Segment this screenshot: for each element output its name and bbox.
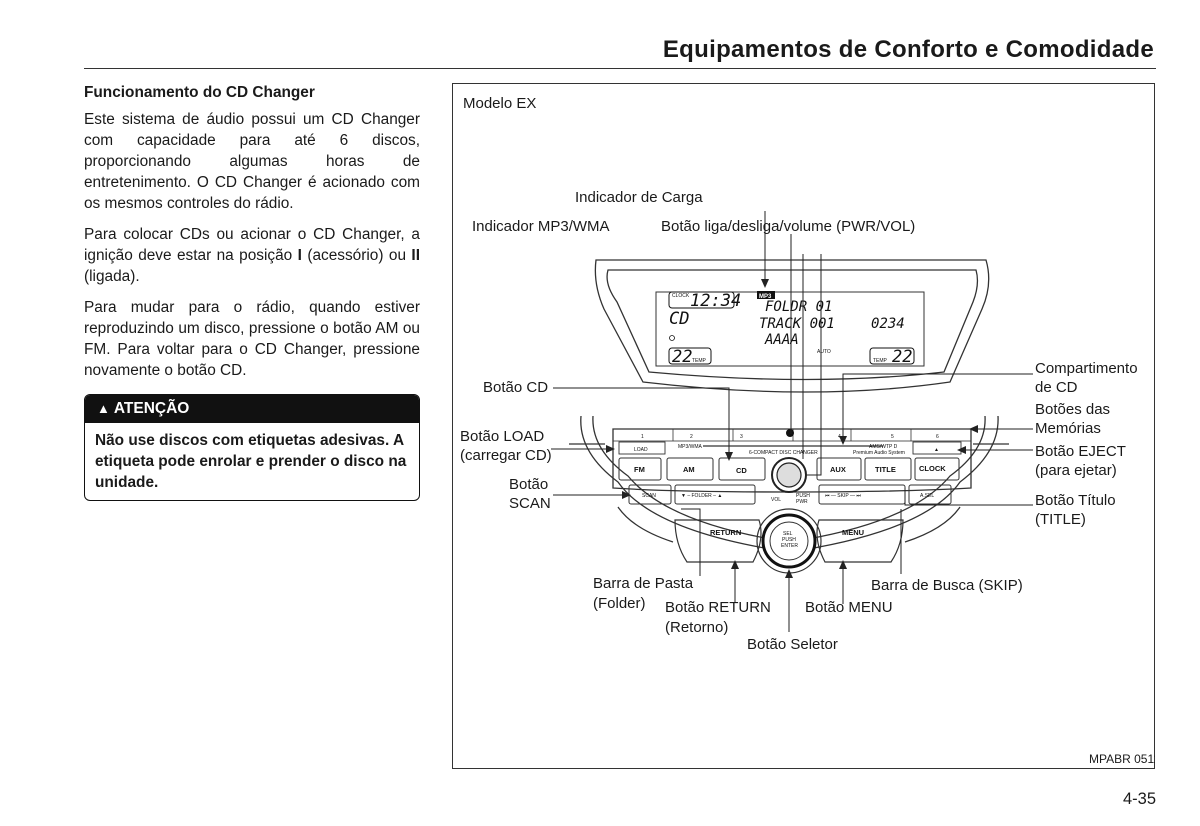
lcd-temp-left: 22 <box>672 347 692 367</box>
push-label: PUSH <box>796 493 810 499</box>
asel-button[interactable]: A.SEL <box>920 493 934 499</box>
skip-bar[interactable]: ⏮ — SKIP — ⏭ <box>825 493 861 499</box>
second-row: SCAN ▼ – FOLDER – ▲ ⏮ — SKIP — ⏭ A.SEL <box>628 484 952 505</box>
preset-button-1[interactable]: 1 <box>641 434 644 440</box>
paragraph-switch-radio: Para mudar para o rádio, quando estiver … <box>84 299 420 379</box>
premium-label: Premium Audio System <box>853 450 905 456</box>
lcd-auto: AUTO <box>817 349 831 355</box>
preset-button-5[interactable]: 5 <box>891 434 894 440</box>
label-scan-1: Botão <box>509 476 548 493</box>
section-title: Funcionamento do CD Changer <box>84 84 315 101</box>
clock-button[interactable]: CLOCK <box>919 464 946 473</box>
main-buttons-row: FM AM CD AUX TITLE CLOCK <box>618 457 960 481</box>
load-button[interactable]: LOAD <box>634 447 648 453</box>
label-botao-pwr: Botão liga/desliga/volume (PWR/VOL) <box>661 218 915 235</box>
folder-bar[interactable]: ▼ – FOLDER – ▲ <box>681 493 722 499</box>
lcd-elapsed: 0234 <box>871 316 905 332</box>
fm-button[interactable]: FM <box>634 465 645 474</box>
page-header-title: Equipamentos de Conforto e Comodidade <box>662 36 1154 63</box>
warning-box: ▲ATENÇÃO Não use discos com etiquetas ad… <box>84 394 420 501</box>
ignition-text-a: Para colocar CDs ou acionar o CD Changer… <box>84 226 420 264</box>
audio-panel-diagram: Modelo EX CLOCK 12:34 CD MP3 FOLDR 01 TR… <box>460 95 1155 766</box>
label-memorias-1: Botões das <box>1035 401 1110 418</box>
text-column: Funcionamento do CD Changer Este sistema… <box>84 82 420 391</box>
lcd-mp3-indicator: MP3 <box>759 294 772 300</box>
label-load-2: (carregar CD) <box>460 447 552 464</box>
label-titulo-1: Botão Título <box>1035 492 1116 509</box>
label-eject-1: Botão EJECT <box>1035 443 1126 460</box>
pwr-label: PWR <box>796 499 808 505</box>
label-return-2: (Retorno) <box>665 619 728 636</box>
mp3wma-label: MP3/WMA <box>678 444 703 450</box>
ignition-text-c: (acessório) ou <box>301 247 412 264</box>
sel-label: SEL <box>783 531 793 537</box>
eject-button[interactable]: ▲ <box>934 447 939 453</box>
ignition-pos-i: I <box>297 247 302 264</box>
model-label: Modelo EX <box>463 95 536 112</box>
preset-button-2[interactable]: 2 <box>690 434 693 440</box>
warning-title: ATENÇÃO <box>113 400 190 417</box>
figure-frame: Modelo EX CLOCK 12:34 CD MP3 FOLDR 01 TR… <box>452 83 1155 769</box>
lcd-name: AAAA <box>764 332 799 348</box>
label-return-1: Botão RETURN <box>665 599 771 616</box>
ignition-pos-ii: II <box>411 247 420 264</box>
scan-button[interactable]: SCAN <box>642 493 656 499</box>
label-pasta-2: (Folder) <box>593 595 646 612</box>
warning-triangle-icon: ▲ <box>97 401 110 416</box>
label-pasta-1: Barra de Pasta <box>593 575 694 592</box>
lcd-clock-label: CLOCK <box>672 293 690 299</box>
header-rule <box>84 68 1156 69</box>
vol-label: VOL <box>771 497 781 503</box>
label-seletor: Botão Seletor <box>747 636 838 653</box>
lcd-temp-right: 22 <box>892 347 912 367</box>
volume-knob[interactable]: VOL PUSH PWR <box>771 457 810 505</box>
leader-lines <box>551 211 1033 632</box>
ignition-text-d: (ligada). <box>84 268 140 285</box>
changer-label: 6-COMPACT DISC CHANGER <box>749 450 818 456</box>
lcd-time: 12:34 <box>690 291 741 311</box>
cd-button[interactable]: CD <box>736 466 747 475</box>
label-compartimento-2: de CD <box>1035 379 1078 396</box>
enter-label: ENTER <box>781 543 798 549</box>
callout-labels: Indicador de Carga Indicador MP3/WMA Bot… <box>460 189 1138 653</box>
return-button[interactable]: RETURN <box>710 528 741 537</box>
preset-button-6[interactable]: 6 <box>936 434 939 440</box>
title-button[interactable]: TITLE <box>875 465 896 474</box>
label-eject-2: (para ejetar) <box>1035 462 1117 479</box>
ams-label: AMS/WTP D <box>869 444 898 450</box>
load-row: LOAD MP3/WMA 6-COMPACT DISC CHANGER Prem… <box>618 429 962 456</box>
lcd-folder: FOLDR 01 <box>765 299 832 315</box>
label-compartimento-1: Compartimento <box>1035 360 1138 377</box>
lcd-temp-right-label: TEMP <box>873 358 888 364</box>
label-scan-2: SCAN <box>509 495 551 512</box>
label-menu: Botão MENU <box>805 599 893 616</box>
label-busca: Barra de Busca (SKIP) <box>871 577 1023 594</box>
paragraph-ignition: Para colocar CDs ou acionar o CD Changer… <box>84 224 420 287</box>
label-indicador-mp3: Indicador MP3/WMA <box>472 218 610 235</box>
warning-header: ▲ATENÇÃO <box>85 395 419 423</box>
warning-text: Não use discos com etiquetas adesivas. A… <box>95 432 407 491</box>
lower-row: RETURN MENU SEL PUSH ENTER <box>674 508 904 574</box>
aux-button[interactable]: AUX <box>830 465 846 474</box>
label-titulo-2: (TITLE) <box>1035 511 1086 528</box>
paragraph-capacity: Este sistema de áudio possui um CD Chang… <box>84 111 420 212</box>
label-botao-cd: Botão CD <box>483 379 548 396</box>
menu-button[interactable]: MENU <box>842 528 864 537</box>
am-button[interactable]: AM <box>683 465 695 474</box>
figure-code: MPABR 0511 <box>1089 752 1155 766</box>
lcd-display: CLOCK 12:34 CD MP3 FOLDR 01 TRACK 001 02… <box>655 291 925 367</box>
label-indicador-carga: Indicador de Carga <box>575 189 703 206</box>
page-number: 4-35 <box>1122 790 1156 808</box>
arrowheads <box>606 279 978 578</box>
lcd-track: TRACK 001 <box>759 316 835 332</box>
lcd-temp-left-label: TEMP <box>692 358 707 364</box>
label-load-1: Botão LOAD <box>460 428 544 445</box>
preset-button-3[interactable]: 3 <box>740 434 743 440</box>
lcd-cd: CD <box>669 309 689 329</box>
sel-push-label: PUSH <box>782 537 796 543</box>
label-memorias-2: Memórias <box>1035 420 1101 437</box>
